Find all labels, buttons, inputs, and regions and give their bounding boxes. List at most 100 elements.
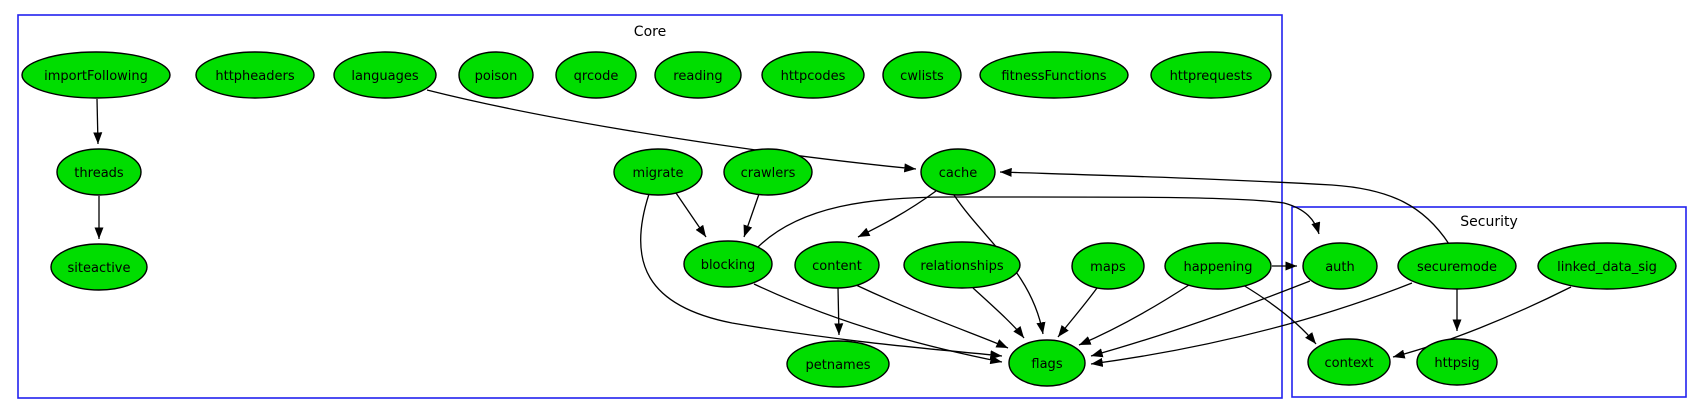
edge-linked_data_sig-context <box>1392 286 1572 359</box>
node-ellipse-linked_data_sig <box>1537 242 1677 290</box>
node-label-languages: languages <box>351 69 419 84</box>
node-label-importFollowing: importFollowing <box>44 69 148 84</box>
node-ellipse-content <box>794 241 880 289</box>
node-ellipse-qrcode <box>555 51 637 99</box>
node-label-crawlers: crawlers <box>741 166 796 181</box>
edge-relationships-flags <box>972 287 1025 339</box>
node-maps: maps <box>1071 242 1145 290</box>
edge-content-petnames <box>834 287 844 336</box>
node-cache: cache <box>920 148 996 196</box>
node-httpsig: httpsig <box>1416 338 1498 386</box>
node-siteactive: siteactive <box>50 243 148 291</box>
edge-blocking-flags <box>753 283 1003 365</box>
node-ellipse-httpcodes <box>761 51 865 99</box>
edge-migrate-blocking <box>675 192 707 238</box>
node-ellipse-crawlers <box>723 148 813 196</box>
node-ellipse-threads <box>56 148 142 196</box>
node-label-httprequests: httprequests <box>1170 69 1253 84</box>
node-label-linked_data_sig: linked_data_sig <box>1557 260 1657 275</box>
node-crawlers: crawlers <box>723 148 813 196</box>
cluster-label-core: Core <box>634 24 666 40</box>
node-ellipse-maps <box>1071 242 1145 290</box>
node-ellipse-reading <box>654 51 742 99</box>
edge-content-flags <box>855 284 1009 349</box>
node-qrcode: qrcode <box>555 51 637 99</box>
node-ellipse-relationships <box>903 241 1021 289</box>
node-fitnessFunctions: fitnessFunctions <box>979 51 1129 99</box>
node-ellipse-cache <box>920 148 996 196</box>
node-label-cwlists: cwlists <box>900 69 944 84</box>
node-httpcodes: httpcodes <box>761 51 865 99</box>
node-ellipse-auth <box>1302 242 1378 290</box>
node-ellipse-context <box>1307 338 1391 386</box>
node-ellipse-poison <box>458 51 534 99</box>
node-label-happening: happening <box>1183 260 1252 275</box>
node-label-httpheaders: httpheaders <box>215 69 294 84</box>
node-poison: poison <box>458 51 534 99</box>
node-blocking: blocking <box>683 240 773 288</box>
node-importFollowing: importFollowing <box>21 51 171 99</box>
node-ellipse-migrate <box>613 148 703 196</box>
node-label-reading: reading <box>673 69 722 84</box>
node-ellipse-languages <box>333 51 437 99</box>
node-migrate: migrate <box>613 148 703 196</box>
node-ellipse-siteactive <box>50 243 148 291</box>
node-label-httpsig: httpsig <box>1434 356 1479 371</box>
node-linked_data_sig: linked_data_sig <box>1537 242 1677 290</box>
node-flags: flags <box>1008 339 1086 387</box>
edge-crawlers-blocking <box>743 193 760 238</box>
node-ellipse-fitnessFunctions <box>979 51 1129 99</box>
node-auth: auth <box>1302 242 1378 290</box>
node-relationships: relationships <box>903 241 1021 289</box>
node-ellipse-importFollowing <box>21 51 171 99</box>
edge-migrate-flags <box>639 193 1003 360</box>
edge-cache-content <box>857 190 937 238</box>
node-label-petnames: petnames <box>806 358 871 373</box>
node-label-siteactive: siteactive <box>68 261 131 276</box>
node-label-auth: auth <box>1325 260 1355 275</box>
node-label-cache: cache <box>939 166 978 181</box>
edge-happening-context <box>1242 284 1317 345</box>
node-label-securemode: securemode <box>1417 260 1497 275</box>
node-layer: importFollowing httpheaders languages poiso… <box>21 51 1677 388</box>
node-label-content: content <box>812 259 862 274</box>
node-ellipse-securemode <box>1397 242 1517 290</box>
edge-importFollowing-threads <box>93 98 103 145</box>
cluster-core-box <box>17 14 1283 399</box>
node-petnames: petnames <box>786 340 890 388</box>
node-label-qrcode: qrcode <box>574 69 619 84</box>
node-httprequests: httprequests <box>1150 51 1272 99</box>
node-languages: languages <box>333 51 437 99</box>
node-content: content <box>794 241 880 289</box>
node-ellipse-httpheaders <box>195 51 315 99</box>
node-context: context <box>1307 338 1391 386</box>
edge-languages-cache <box>426 89 917 173</box>
cluster-security-box <box>1291 206 1687 398</box>
node-label-maps: maps <box>1090 260 1126 275</box>
node-label-relationships: relationships <box>920 259 1003 274</box>
node-label-migrate: migrate <box>633 166 684 181</box>
node-ellipse-flags <box>1008 339 1086 387</box>
node-securemode: securemode <box>1397 242 1517 290</box>
node-label-poison: poison <box>475 69 518 84</box>
edge-blocking-auth <box>757 196 1321 248</box>
cluster-layer <box>17 14 1687 399</box>
edge-securemode-cache <box>999 167 1450 245</box>
edge-layer <box>93 89 1572 367</box>
edge-maps-flags <box>1057 287 1098 338</box>
node-ellipse-httpsig <box>1416 338 1498 386</box>
edge-securemode-flags <box>1090 282 1413 367</box>
node-ellipse-blocking <box>683 240 773 288</box>
node-ellipse-happening <box>1164 242 1272 290</box>
cluster-label-security: Security <box>1460 214 1518 230</box>
node-label-threads: threads <box>74 166 124 181</box>
edge-happening-flags <box>1078 284 1190 346</box>
node-label-flags: flags <box>1031 357 1062 372</box>
node-cwlists: cwlists <box>882 51 962 99</box>
node-httpheaders: httpheaders <box>195 51 315 99</box>
node-label-context: context <box>1325 356 1374 371</box>
node-ellipse-cwlists <box>882 51 962 99</box>
node-ellipse-petnames <box>786 340 890 388</box>
node-label-fitnessFunctions: fitnessFunctions <box>1001 69 1106 84</box>
